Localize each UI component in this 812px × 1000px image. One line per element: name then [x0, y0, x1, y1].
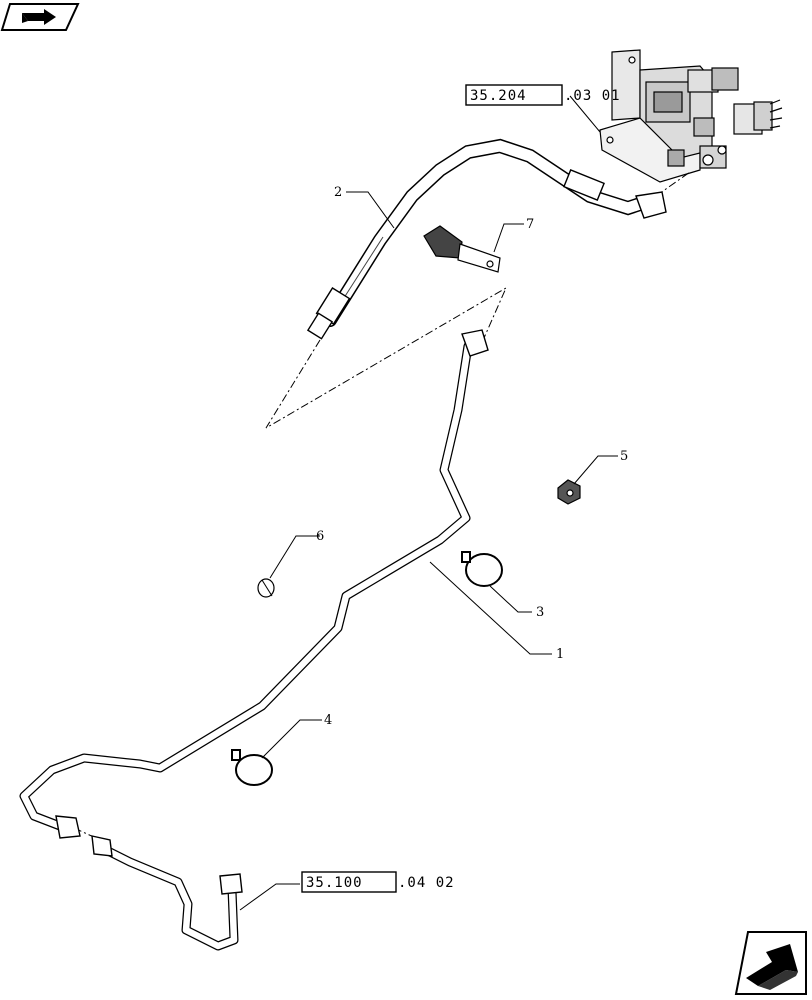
reference-bottom-suffix: .04 02: [398, 875, 455, 891]
cap-part-6: [257, 578, 275, 598]
part-label-4: 4: [324, 713, 332, 728]
previous-page-arrow-icon[interactable]: [0, 3, 80, 31]
reference-top-boxed: 35.204: [470, 88, 527, 104]
valve-assembly: [599, 49, 783, 183]
reference-bottom-boxed: 35.100: [306, 875, 363, 891]
reference-top[interactable]: 35.204 .03 01: [465, 84, 621, 106]
pipe-part-1: [19, 329, 489, 839]
clamp-part-3: [461, 551, 503, 587]
next-page-arrow-icon[interactable]: [734, 931, 807, 995]
bracket-part-7: [423, 225, 501, 273]
hose-part-2: [306, 138, 667, 340]
reference-top-suffix: .03 01: [564, 88, 621, 104]
part-label-5: 5: [620, 449, 628, 464]
part-label-2: 2: [334, 185, 342, 200]
reference-bottom[interactable]: 35.100 .04 02: [301, 871, 455, 893]
part-label-6: 6: [316, 529, 324, 544]
plug-part-5: [557, 479, 581, 505]
part-label-1: 1: [556, 647, 564, 662]
leader-lines: [239, 95, 618, 911]
part-label-3: 3: [536, 605, 544, 620]
lower-pipe: [91, 835, 243, 951]
part-label-7: 7: [526, 217, 534, 232]
connector-lines: [73, 171, 691, 839]
clamp-part-4: [231, 749, 273, 786]
